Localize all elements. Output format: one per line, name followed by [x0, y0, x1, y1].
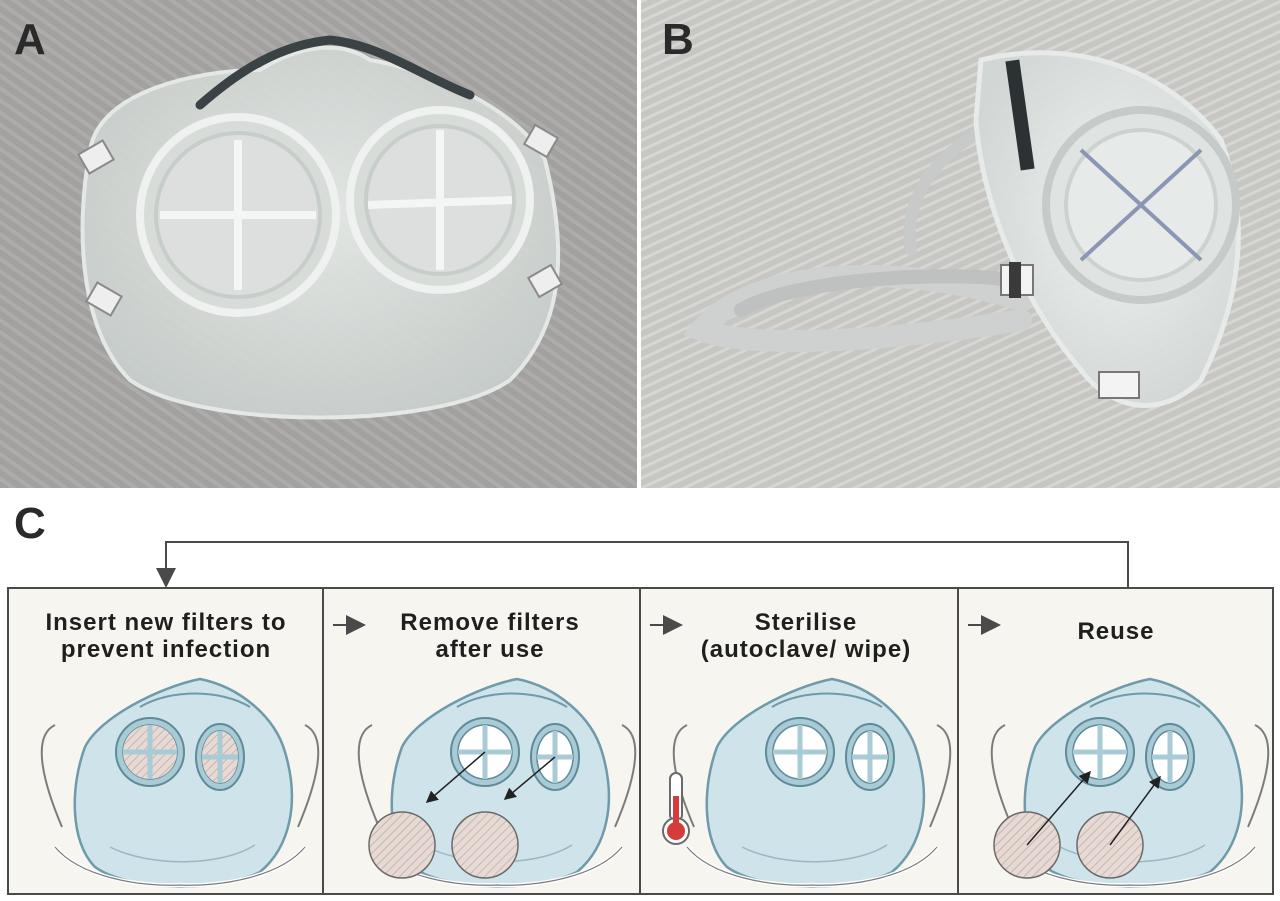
- filter-right-photo: [346, 106, 534, 294]
- step-title-line: (autoclave/ wipe): [700, 636, 912, 663]
- step-title-line: Sterilise: [754, 609, 858, 636]
- mask-icon-step2: [356, 677, 638, 889]
- step-title-line: Insert new filters to: [45, 609, 287, 636]
- step-title-line: Reuse: [1077, 618, 1155, 645]
- panel-label-a: A: [14, 15, 46, 64]
- photo-mask-front: [0, 0, 637, 488]
- return-arrow-icon: [156, 541, 1129, 588]
- filter-disc-icon: [451, 811, 519, 879]
- thermometer-icon: [662, 772, 690, 845]
- mask-icon-step4: [989, 677, 1271, 889]
- panel-label-c: C: [14, 499, 46, 548]
- filter-disc-icon: [368, 811, 436, 879]
- step-title-insert: Insert new filters to prevent infection: [10, 609, 322, 663]
- cycle-diagram: [7, 541, 1274, 895]
- mask-icon-step1: [39, 677, 321, 889]
- step-title-line: after use: [435, 636, 545, 663]
- filter-left-photo: [136, 113, 340, 317]
- step-title-line: Remove filters: [400, 609, 580, 636]
- step-title-line: prevent infection: [60, 636, 272, 663]
- photo-mask-side: [641, 0, 1280, 488]
- step-title-sterilise: Sterilise (autoclave/ wipe): [650, 609, 962, 663]
- step-title-remove: Remove filters after use: [334, 609, 646, 663]
- step-title-reuse: Reuse: [960, 618, 1272, 645]
- panel-label-b: B: [662, 15, 694, 64]
